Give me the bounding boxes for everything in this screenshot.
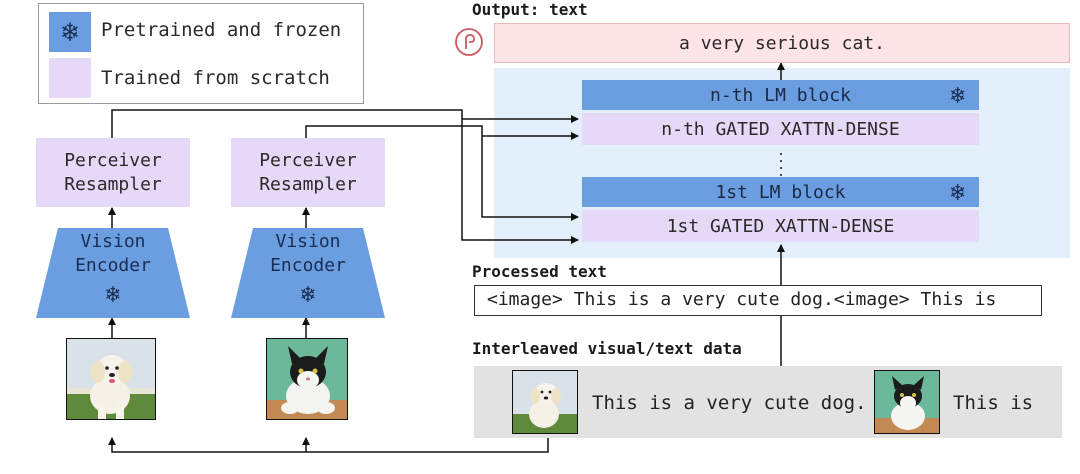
encoder-line1: Vision <box>80 231 146 252</box>
encoder-line2: Encoder <box>270 255 346 276</box>
snowflake-icon: ❄ <box>300 280 316 308</box>
legend: ❄ Pretrained and frozen Trained from scr… <box>38 3 364 104</box>
first-lm-block-label: 1st LM block <box>715 181 846 203</box>
output-title: Output: text <box>472 0 588 19</box>
cat-photo <box>266 338 348 420</box>
processed-text-title: Processed text <box>472 262 607 281</box>
snowflake-icon: ❄ <box>950 178 965 206</box>
nth-lm-block-label: n-th LM block <box>710 84 851 106</box>
interleaved-panel: This is a very cute dog. This is <box>474 366 1062 438</box>
resampler-line1: Perceiver <box>64 149 162 171</box>
interleaved-title: Interleaved visual/text data <box>472 339 742 358</box>
interleaved-text-1: This is a very cute dog. <box>592 392 867 414</box>
resampler2-route <box>305 125 579 221</box>
processed-text-box: <image> This is a very cute dog.<image> … <box>474 285 1042 316</box>
flamingo-logo-icon <box>455 28 483 56</box>
snowflake-icon: ❄ <box>105 280 121 308</box>
perceiver-resampler-right: Perceiver Resampler <box>231 138 385 207</box>
vision-encoder-left <box>36 228 190 318</box>
snowflake-icon: ❄ <box>950 81 965 109</box>
scratch-swatch <box>49 58 91 98</box>
first-gated-xattn: 1st GATED XATTN-DENSE <box>582 210 979 242</box>
legend-label-scratch: Trained from scratch <box>101 67 330 89</box>
perceiver-resampler-left: Perceiver Resampler <box>36 138 190 207</box>
resampler1-route <box>111 109 579 244</box>
vision-encoder-left-label: Vision Encoder ❄ <box>36 230 190 306</box>
dog-thumbnail <box>512 370 578 434</box>
frozen-swatch: ❄ <box>49 12 91 52</box>
first-lm-block: 1st LM block ❄ <box>582 177 979 207</box>
legend-label-frozen: Pretrained and frozen <box>101 19 342 41</box>
cat-thumbnail <box>874 370 940 434</box>
vision-encoder-right <box>231 228 385 318</box>
output-text-box: a very serious cat. <box>494 23 1070 63</box>
nth-gated-xattn: n-th GATED XATTN-DENSE <box>582 113 979 145</box>
snowflake-icon: ❄ <box>61 15 79 48</box>
nth-lm-block: n-th LM block ❄ <box>582 80 979 110</box>
interleaved-text-2: This is <box>953 392 1034 414</box>
dog-photo <box>66 338 156 420</box>
resampler-line1: Perceiver <box>259 149 357 171</box>
encoder-line1: Vision <box>275 231 341 252</box>
resampler-line2: Resampler <box>64 173 162 195</box>
bottom-bus-line <box>108 437 549 453</box>
resampler-line2: Resampler <box>259 173 357 195</box>
encoder-line2: Encoder <box>75 255 151 276</box>
vision-encoder-right-label: Vision Encoder ❄ <box>231 230 385 306</box>
